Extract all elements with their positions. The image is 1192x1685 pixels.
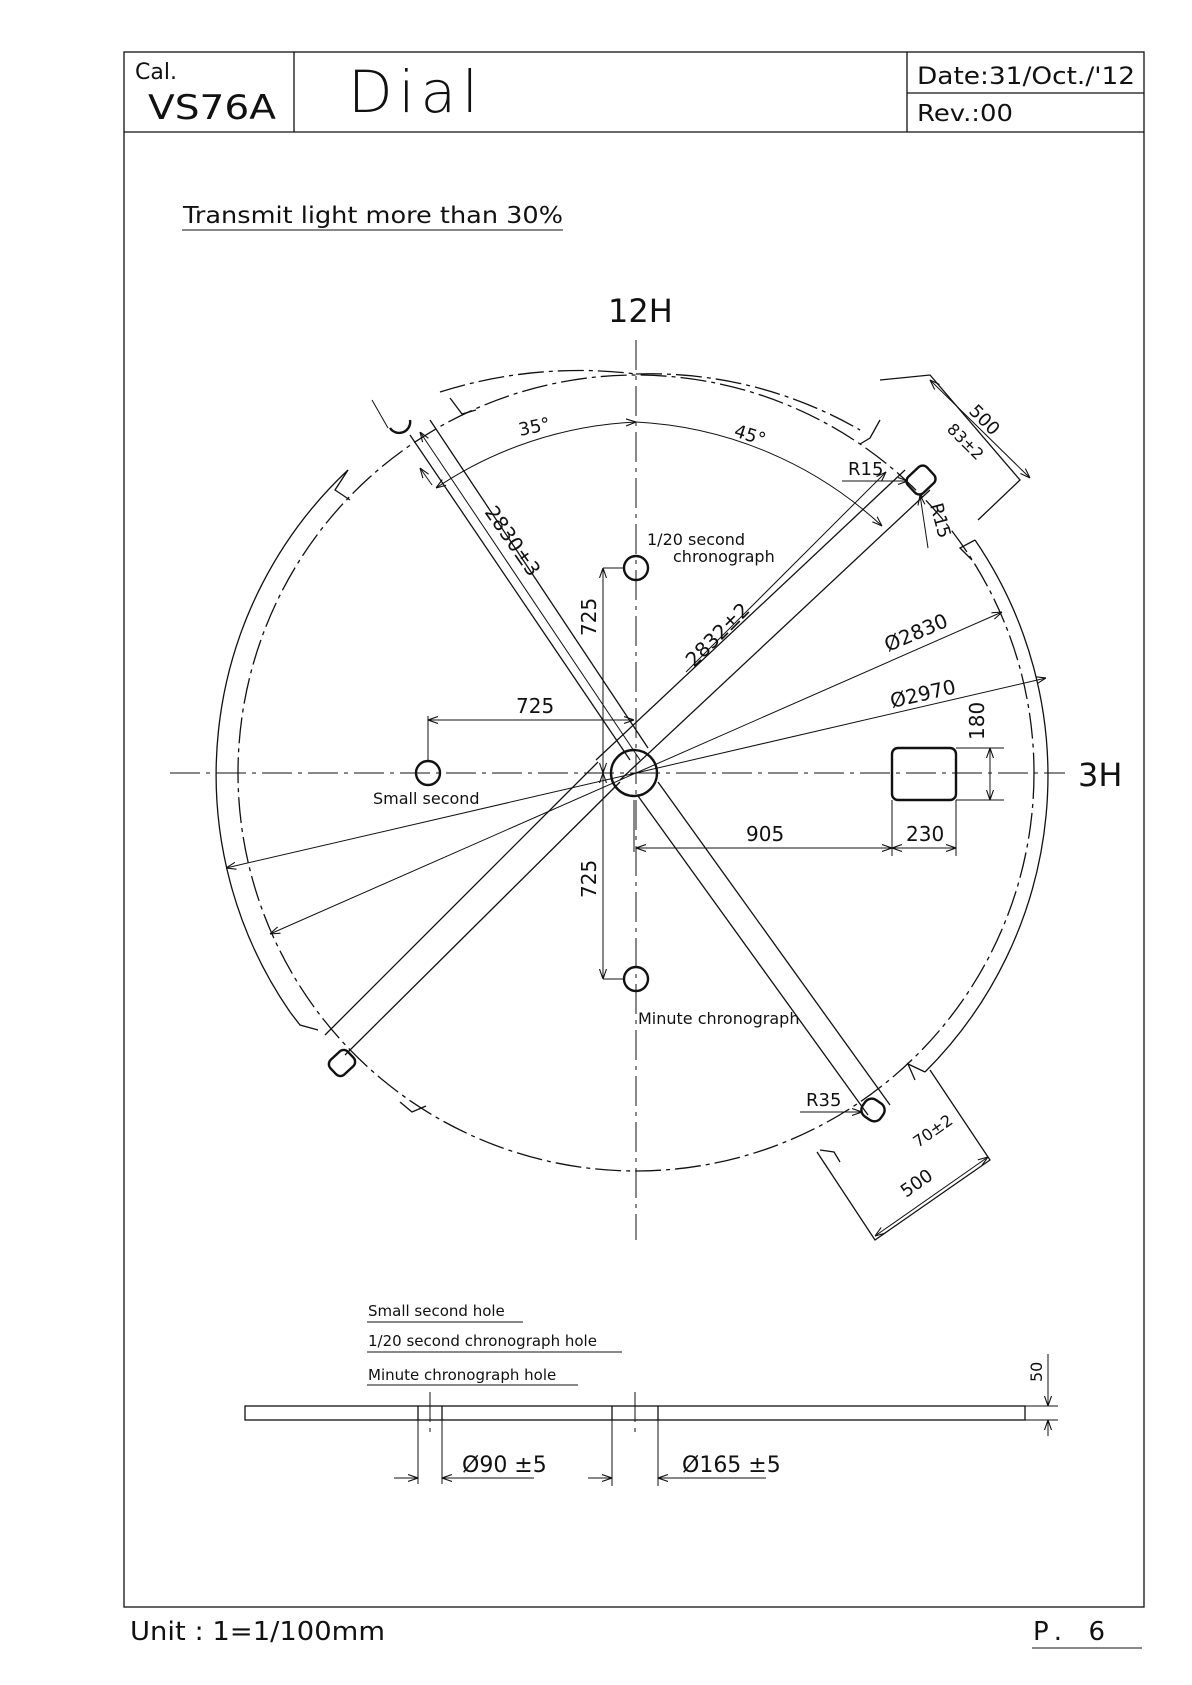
page-number: P. 6 xyxy=(1033,1617,1105,1647)
slot-lower: 70±2 xyxy=(909,1111,956,1152)
section-label-minute-chrono: Minute chronograph hole xyxy=(368,1366,556,1384)
dim-230: 230 xyxy=(906,822,944,846)
drawing-revision: Rev.:00 xyxy=(917,101,1013,127)
frame xyxy=(123,51,1145,1608)
dia-outer-label: Ø2970 xyxy=(888,674,958,712)
hole-dia-center: Ø165 ±5 xyxy=(682,1453,781,1478)
dim-725-up: 725 xyxy=(577,598,601,636)
foot-ul-dim: 2830±3 xyxy=(480,501,546,581)
section-label-small-second: Small second hole xyxy=(368,1302,505,1320)
small-second-hole xyxy=(414,759,442,787)
cal-label: Cal. xyxy=(135,60,177,85)
drawing-date: Date:31/Oct./'12 xyxy=(917,62,1135,90)
r15-b: R15 xyxy=(925,501,954,541)
dim-180: 180 xyxy=(965,702,989,740)
section-view: Small second hole 1/20 second chronograp… xyxy=(244,1302,1058,1486)
unit-note: Unit : 1=1/100mm xyxy=(130,1617,385,1647)
hole-dia-small: Ø90 ±5 xyxy=(462,1453,547,1478)
minute-chrono-label: Minute chronograph xyxy=(638,1009,799,1028)
center-hole xyxy=(609,748,659,798)
transmit-note: Transmit light more than 30% xyxy=(182,203,563,229)
dim-725-down: 725 xyxy=(577,860,601,898)
part-name: Dial xyxy=(348,58,478,126)
r35: R35 xyxy=(806,1090,841,1111)
light-note: Transmit light more than 30% xyxy=(182,203,563,231)
angle-45: 45° xyxy=(731,421,768,451)
foot-ur-dim: 2832±2 xyxy=(681,598,755,672)
chrono-20-label: 1/20 second xyxy=(647,530,745,549)
dial-foot-upper-left xyxy=(371,399,649,761)
dim-905: 905 xyxy=(746,822,784,846)
dial-inner-circle xyxy=(237,374,1035,1172)
label-3h: 3H xyxy=(1078,756,1122,794)
r15-a: R15 xyxy=(848,459,883,480)
dial-outer-arc-right xyxy=(924,539,1049,1073)
label-12h: 12H xyxy=(608,292,673,330)
dial-foot-lower-left xyxy=(324,761,621,1078)
caliber-number: VS76A xyxy=(148,88,276,128)
date-window xyxy=(890,746,958,802)
footer: Unit : 1=1/100mm P. 6 xyxy=(130,1617,1142,1649)
section-label-chrono-20: 1/20 second chronograph hole xyxy=(368,1332,597,1350)
thickness-dim: 50 xyxy=(1027,1362,1046,1382)
small-second-label: Small second xyxy=(373,789,480,808)
dial-plan-view: 12H 3H xyxy=(170,292,1122,1241)
dial-outer-arc-left xyxy=(215,469,349,1013)
chrono-20-label-2: chronograph xyxy=(673,547,775,566)
dim-725-left: 725 xyxy=(516,694,554,718)
